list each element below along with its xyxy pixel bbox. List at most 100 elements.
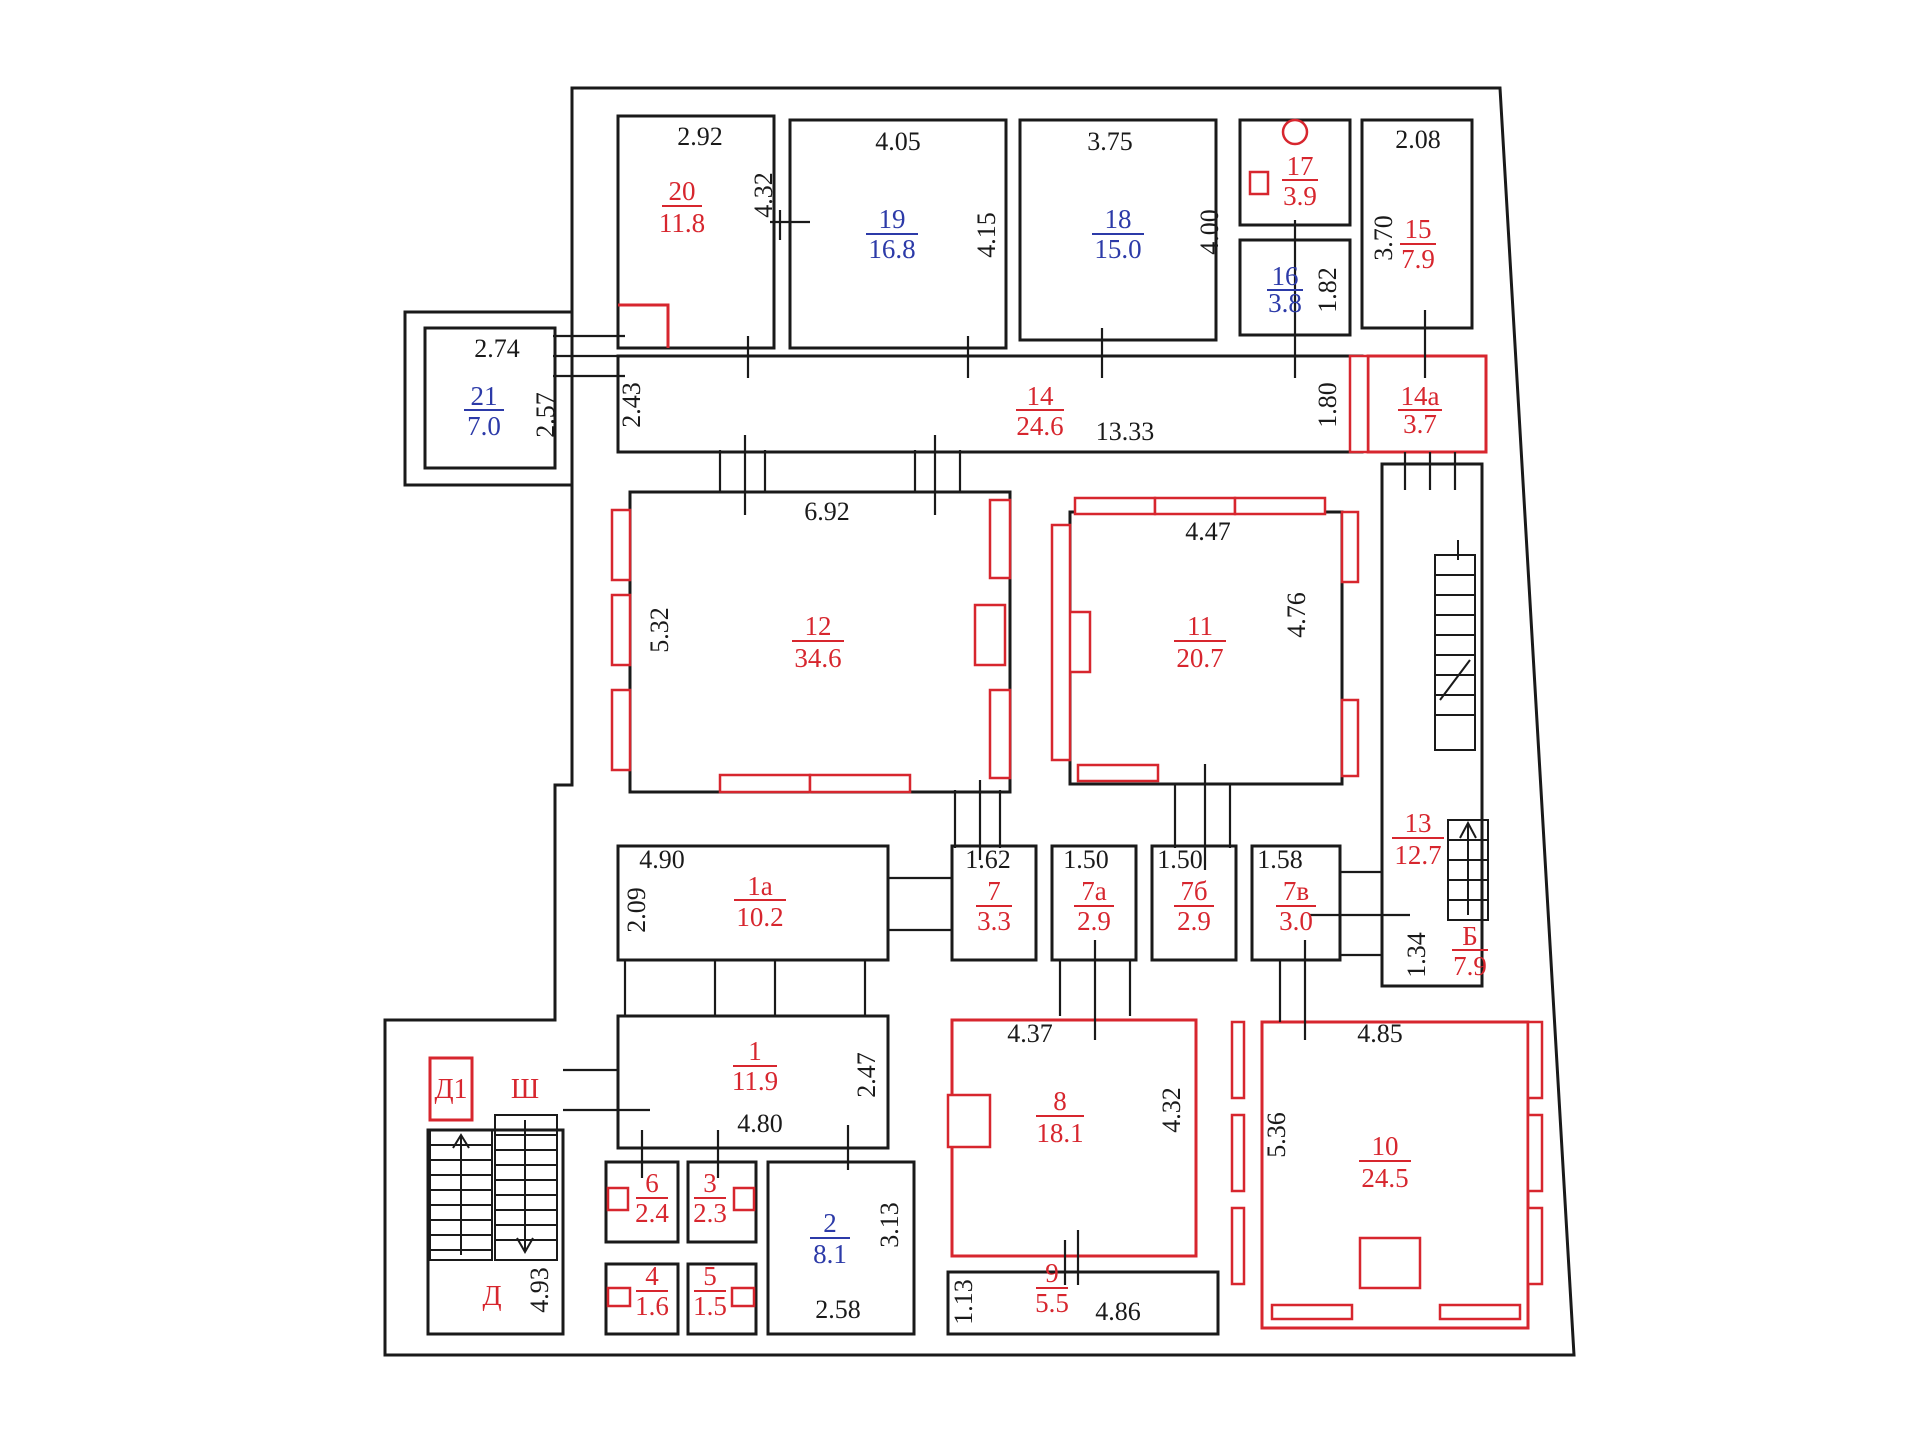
svg-text:2.08: 2.08 — [1395, 125, 1441, 154]
svg-text:4.85: 4.85 — [1357, 1019, 1403, 1048]
svg-text:2.9: 2.9 — [1077, 906, 1111, 936]
svg-text:7в: 7в — [1283, 876, 1309, 906]
svg-text:1.80: 1.80 — [1313, 382, 1342, 428]
svg-text:2.58: 2.58 — [815, 1295, 861, 1324]
svg-text:1.82: 1.82 — [1313, 267, 1342, 313]
svg-text:12: 12 — [805, 611, 832, 641]
svg-text:16: 16 — [1272, 261, 1299, 291]
svg-text:4.90: 4.90 — [639, 845, 685, 874]
fixtures — [606, 118, 1309, 1308]
svg-text:7а: 7а — [1081, 876, 1107, 906]
room-16: 163.8 — [1267, 261, 1303, 318]
svg-text:24.5: 24.5 — [1361, 1163, 1408, 1193]
svg-text:3.75: 3.75 — [1087, 127, 1133, 156]
svg-text:1.58: 1.58 — [1257, 845, 1303, 874]
svg-text:1.50: 1.50 — [1063, 845, 1109, 874]
svg-text:7.9: 7.9 — [1453, 951, 1487, 981]
svg-text:1.62: 1.62 — [965, 845, 1011, 874]
room-7: 73.3 — [976, 876, 1012, 936]
svg-text:16.8: 16.8 — [868, 234, 915, 264]
svg-text:9: 9 — [1045, 1258, 1059, 1288]
svg-text:13.33: 13.33 — [1096, 417, 1155, 446]
svg-text:4.47: 4.47 — [1185, 517, 1231, 546]
svg-text:19: 19 — [879, 204, 906, 234]
svg-text:4.93: 4.93 — [525, 1267, 554, 1313]
label-d: Д — [482, 1281, 501, 1312]
svg-text:12.7: 12.7 — [1394, 840, 1441, 870]
svg-text:4: 4 — [645, 1261, 659, 1291]
svg-text:1а: 1а — [747, 871, 773, 901]
svg-text:18: 18 — [1105, 204, 1132, 234]
svg-text:2: 2 — [823, 1208, 837, 1238]
windows — [610, 354, 1544, 1321]
svg-text:24.6: 24.6 — [1016, 411, 1063, 441]
room-5: 51.5 — [693, 1261, 727, 1321]
svg-text:3.3: 3.3 — [977, 906, 1011, 936]
outer-wall — [383, 86, 1576, 1357]
svg-text:2.43: 2.43 — [617, 382, 646, 428]
svg-text:11.8: 11.8 — [659, 208, 705, 238]
svg-text:1.6: 1.6 — [635, 1291, 669, 1321]
room-4: 41.6 — [635, 1261, 669, 1321]
staircase-east — [1434, 540, 1489, 921]
room-outlines — [423, 114, 1530, 1336]
svg-text:6: 6 — [645, 1168, 659, 1198]
room-7a: 7а2.9 — [1074, 876, 1114, 936]
svg-text:4.05: 4.05 — [875, 127, 921, 156]
svg-text:4.76: 4.76 — [1282, 592, 1311, 638]
svg-text:1.34: 1.34 — [1402, 932, 1431, 978]
svg-text:4.15: 4.15 — [972, 212, 1001, 258]
svg-text:10: 10 — [1372, 1131, 1399, 1161]
svg-text:15: 15 — [1405, 214, 1432, 244]
room-17: 173.9 — [1282, 151, 1318, 211]
svg-text:4.00: 4.00 — [1195, 209, 1224, 255]
svg-text:21: 21 — [471, 381, 498, 411]
door-marks — [553, 210, 1457, 1285]
svg-text:5: 5 — [703, 1261, 717, 1291]
svg-text:3.7: 3.7 — [1403, 409, 1437, 439]
svg-text:1: 1 — [748, 1036, 762, 1066]
svg-text:5.36: 5.36 — [1262, 1112, 1291, 1158]
svg-text:11: 11 — [1187, 611, 1213, 641]
annex-wall — [403, 310, 572, 487]
label-sh: Ш — [511, 1074, 539, 1105]
staircase-main — [429, 1114, 558, 1261]
svg-text:5.5: 5.5 — [1035, 1288, 1069, 1318]
svg-text:34.6: 34.6 — [794, 643, 841, 673]
svg-text:15.0: 15.0 — [1094, 234, 1141, 264]
room-3: 32.3 — [693, 1168, 727, 1228]
room-b: Б7.9 — [1452, 921, 1488, 981]
room-8: 818.1 — [1036, 1086, 1084, 1148]
svg-text:18.1: 18.1 — [1036, 1118, 1083, 1148]
svg-text:7.0: 7.0 — [467, 411, 501, 441]
svg-text:4.80: 4.80 — [737, 1109, 783, 1138]
svg-text:4.32: 4.32 — [1157, 1087, 1186, 1133]
svg-text:1.13: 1.13 — [949, 1279, 978, 1325]
svg-text:17: 17 — [1287, 151, 1314, 181]
svg-text:Б: Б — [1462, 921, 1478, 951]
room-15: 157.9 — [1400, 214, 1436, 274]
svg-text:3.70: 3.70 — [1369, 215, 1398, 261]
svg-text:20.7: 20.7 — [1176, 643, 1223, 673]
special-labels: Д1 Ш Д — [428, 1056, 539, 1312]
svg-text:3.0: 3.0 — [1279, 906, 1313, 936]
svg-text:5.32: 5.32 — [645, 607, 674, 653]
svg-text:2.9: 2.9 — [1177, 906, 1211, 936]
svg-text:14а: 14а — [1401, 381, 1440, 411]
svg-text:2.4: 2.4 — [635, 1198, 669, 1228]
svg-text:2.92: 2.92 — [677, 122, 723, 151]
dimension-labels: 2.92 4.32 4.05 4.15 3.75 4.00 2.08 3.70 … — [474, 122, 1441, 1326]
svg-text:14: 14 — [1027, 381, 1055, 411]
svg-text:3: 3 — [703, 1168, 717, 1198]
label-d1: Д1 — [434, 1074, 467, 1105]
svg-text:13: 13 — [1405, 808, 1432, 838]
svg-text:20: 20 — [669, 176, 696, 206]
